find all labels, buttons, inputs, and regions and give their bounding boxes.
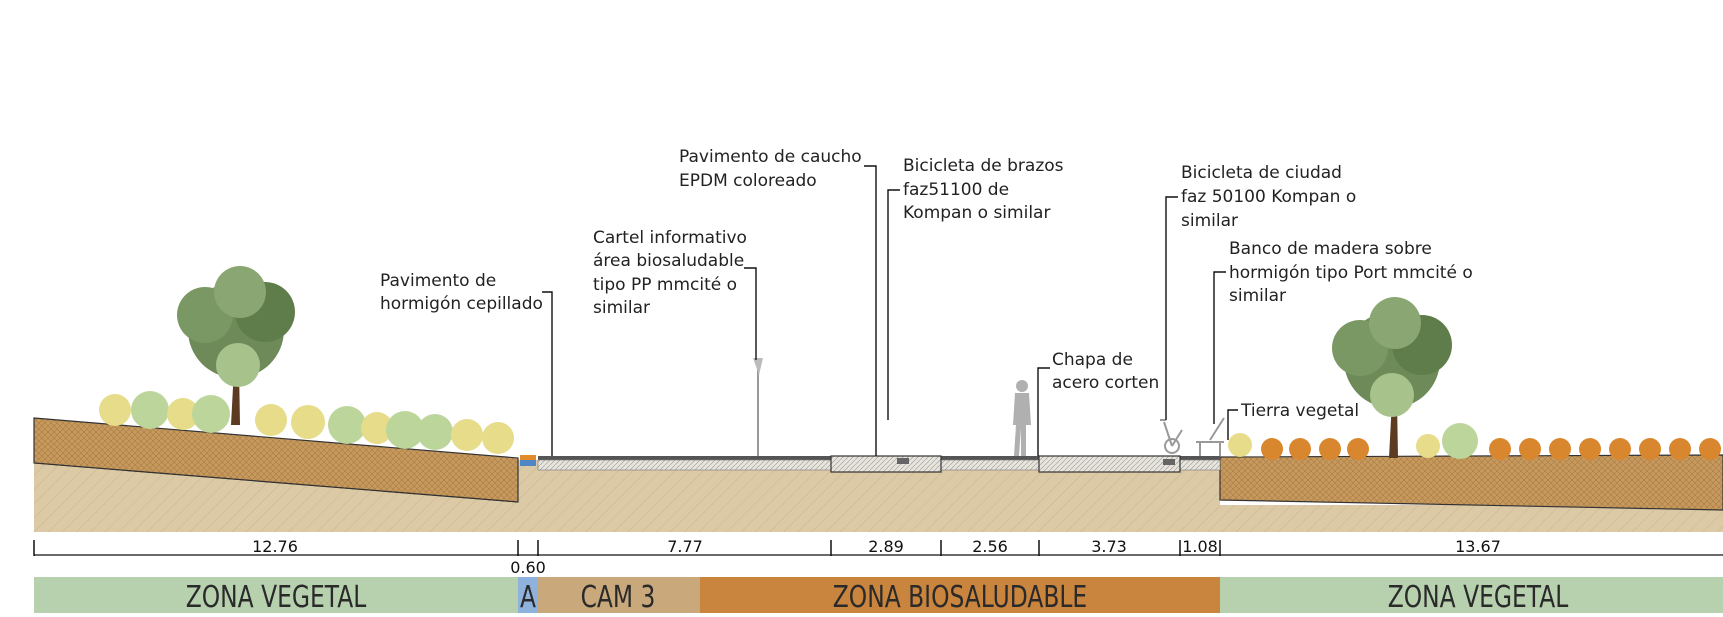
- equipment-base-1: [897, 458, 909, 464]
- label-banco: Banco de madera sobre hormigón tipo Port…: [1229, 239, 1478, 306]
- leader-tierra: [1227, 409, 1238, 440]
- dim-3-73: 3.73: [1091, 537, 1127, 556]
- label-pavimento-caucho: Pavimento de caucho EPDM coloreado: [679, 147, 867, 191]
- rubber-pad-1: [830, 455, 942, 473]
- bench: [1196, 417, 1225, 456]
- shrubs-right: [1228, 423, 1721, 460]
- zone-label-vegetal-left: ZONA VEGETAL: [186, 580, 367, 615]
- label-bicicleta-brazos: Bicicleta de brazos faz51100 de Kompan o…: [903, 156, 1069, 223]
- zone-label-biosaludable: ZONA BIOSALUDABLE: [833, 580, 1087, 615]
- city-bike-equipment: [1160, 419, 1183, 454]
- ground-soil-upper: [34, 460, 1723, 532]
- zone-cam3: [538, 577, 700, 613]
- label-chapa: Chapa de acero corten: [1052, 350, 1159, 393]
- left-slope-line: [33, 462, 519, 503]
- sidewalk-a-blue: [520, 460, 536, 466]
- dim-1-08: 1.08: [1182, 537, 1218, 556]
- label-tierra: Tierra vegetal: [1240, 401, 1359, 421]
- equipment-base-2: [1163, 459, 1175, 465]
- zone-label-vegetal-right: ZONA VEGETAL: [1388, 580, 1569, 615]
- tree-right: [1332, 297, 1452, 458]
- info-sign-panel: [753, 358, 763, 375]
- right-planter-earth: [1219, 454, 1723, 511]
- person-figure: [1013, 380, 1031, 456]
- label-pavimento-hormigon: Pavimento de hormigón cepillado: [380, 271, 543, 314]
- leader-pavimento-hormigon: [542, 291, 553, 456]
- rubber-pad-2: [1038, 455, 1181, 473]
- dim-0-60: 0.60: [510, 558, 546, 577]
- leader-bicicleta-brazos: [887, 189, 900, 420]
- label-cartel: Cartel informativo área biosaludable tip…: [593, 228, 752, 318]
- zone-vegetal-left: [34, 577, 518, 613]
- leader-banco: [1213, 271, 1226, 424]
- dim-7-77: 7.77: [667, 537, 703, 556]
- zone-label-cam3: CAM 3: [581, 580, 656, 615]
- zone-biosaludable: [700, 577, 1220, 613]
- zone-vegetal-right: [1220, 577, 1723, 613]
- tree-left: [177, 266, 295, 425]
- dim-12-76: 12.76: [252, 537, 298, 556]
- dim-2-89: 2.89: [868, 537, 904, 556]
- dim-2-56: 2.56: [972, 537, 1008, 556]
- leader-chapa: [1037, 367, 1050, 456]
- dim-13-67: 13.67: [1455, 537, 1501, 556]
- leader-bicicleta-ciudad: [1165, 196, 1178, 420]
- shrubs-left: [99, 391, 514, 454]
- zone-label-a: A: [520, 580, 537, 615]
- label-bicicleta-ciudad: Bicicleta de ciudad faz 50100 Kompan o s…: [1181, 163, 1362, 231]
- leader-pavimento-caucho: [864, 165, 877, 456]
- zone-a: [518, 577, 538, 613]
- dimension-ticks: [33, 540, 1221, 556]
- leader-cartel: [744, 267, 757, 360]
- sidewalk-a-orange: [520, 455, 536, 460]
